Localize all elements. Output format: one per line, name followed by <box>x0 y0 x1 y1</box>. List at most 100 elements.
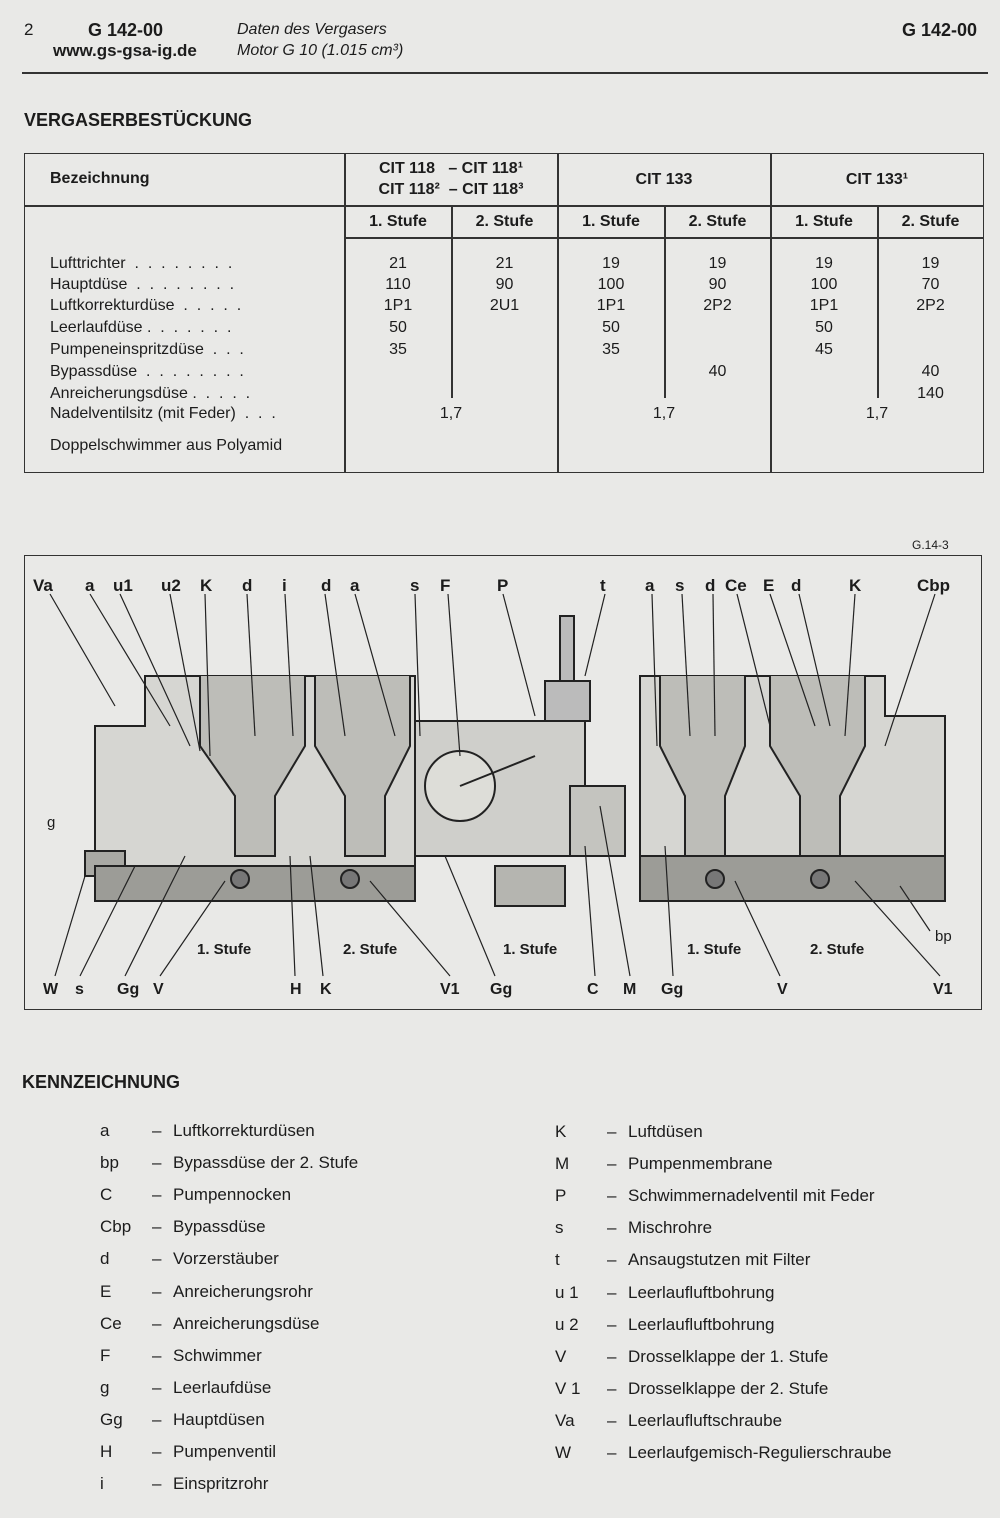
table-row-label: Bypassdüse . . . . . . . . <box>50 363 244 380</box>
table-row-label: Luftkorrekturdüse . . . . . <box>50 297 242 314</box>
diagram-callout: P <box>497 576 509 595</box>
legend-key: Va <box>555 1410 575 1430</box>
legend-dash: – <box>607 1218 617 1238</box>
legend-dash: – <box>607 1410 617 1430</box>
table-cell: 35 <box>602 341 620 358</box>
legend-dash: – <box>152 1281 162 1301</box>
diagram-callout: u1 <box>113 576 133 595</box>
table-cell-merged: 1,7 <box>439 405 463 422</box>
legend-key: C <box>100 1185 113 1205</box>
table-row-label: Anreicherungsdüse . . . . . <box>50 385 251 402</box>
stage-header: 2. Stufe <box>688 213 747 230</box>
header-subtitle-2: Motor G 10 (1.015 cm³) <box>237 42 404 59</box>
legend-key: F <box>100 1345 111 1365</box>
stage-header: 2. Stufe <box>475 213 534 230</box>
legend-desc: Anreicherungsdüse <box>173 1313 320 1333</box>
table-divider <box>664 238 666 398</box>
section-title-kennzeichnung: KENNZEICHNUNG <box>22 1072 181 1092</box>
diagram-callout: Gg <box>661 981 684 998</box>
diagram-callout: d <box>705 576 716 595</box>
table-cell: 100 <box>597 276 625 293</box>
table-label-header: Bezeichnung <box>50 170 150 187</box>
table-cell: 50 <box>389 319 407 336</box>
diagram-callout: i <box>282 576 287 595</box>
legend-key: t <box>555 1250 560 1270</box>
table-footer-note: Doppelschwimmer aus Polyamid <box>50 437 283 454</box>
table-cell-merged: 1,7 <box>865 405 889 422</box>
table-row-label: Leerlaufdüse . . . . . . . <box>50 319 232 336</box>
legend-desc: Drosselklappe der 1. Stufe <box>628 1346 829 1366</box>
doc-code-right: G 142-00 <box>902 20 978 40</box>
table-cell: 90 <box>495 276 514 293</box>
table-cell: 19 <box>708 255 727 272</box>
group-header-cit118: CIT 118 – CIT 118¹ <box>378 160 524 177</box>
table-divider <box>344 237 983 239</box>
diagram-callout: H <box>290 981 302 998</box>
group-header-cit1331: CIT 133¹ <box>845 171 909 188</box>
diagram-callout: K <box>849 576 862 595</box>
diagram-callout: s <box>75 981 84 998</box>
legend-desc: Luftdüsen <box>628 1122 703 1141</box>
diagram-callout: V <box>153 981 164 998</box>
table-cell: 40 <box>921 363 940 380</box>
page-number: 2 <box>24 20 34 39</box>
legend-desc: Pumpennocken <box>173 1185 292 1205</box>
diagram-callout: E <box>763 576 775 595</box>
legend-desc: Leerlaufluftschraube <box>628 1410 783 1430</box>
table-cell: 1P1 <box>596 297 626 314</box>
legend-dash: – <box>152 1474 162 1494</box>
table-cell: 2P2 <box>916 297 945 314</box>
diagram-callout: Gg <box>490 981 513 998</box>
stage-header: 1. Stufe <box>369 213 427 230</box>
legend-dash: – <box>607 1282 617 1302</box>
table-cell: 45 <box>815 341 833 358</box>
legend-desc: Einspritzrohr <box>173 1474 269 1494</box>
table-cell: 21 <box>389 255 407 272</box>
table-cell: 19 <box>602 255 620 272</box>
legend-dash: – <box>607 1314 617 1334</box>
table-cell: 90 <box>708 276 727 293</box>
legend-key: E <box>100 1281 112 1301</box>
diagram-stage-label: 1. Stufe <box>503 941 558 958</box>
table-cell: 140 <box>917 385 944 402</box>
legend-dash: – <box>607 1154 617 1174</box>
table-cell: 19 <box>921 255 940 272</box>
legend-desc: Leerlaufdüse <box>173 1377 272 1397</box>
legend-desc: Bypassdüse <box>173 1217 266 1237</box>
table-cell: 2U1 <box>489 297 520 314</box>
legend-desc: Luftkorrekturdüsen <box>173 1121 315 1140</box>
table-cell-merged: 1,7 <box>652 405 676 422</box>
diagram-callout: F <box>440 576 451 595</box>
diagram-callout: d <box>791 576 802 595</box>
table-row-label: Nadelventilsitz (mit Feder) . . . <box>50 405 276 422</box>
diagram-stage-label: 1. Stufe <box>197 941 252 958</box>
carburetor-section-drawing <box>49 593 946 977</box>
diagram-callout: s <box>410 576 420 595</box>
group-header-cit118-2: CIT 118² – CIT 118³ <box>378 181 524 198</box>
legend-dash: – <box>607 1250 617 1270</box>
legend-desc: Leerlaufgemisch-Regulierschraube <box>628 1443 892 1462</box>
legend-key: K <box>555 1122 567 1141</box>
diagram-callout: V1 <box>440 981 460 998</box>
legend-key: Cbp <box>100 1217 132 1237</box>
legend-desc: Drosselklappe der 2. Stufe <box>628 1378 829 1398</box>
table-divider <box>877 238 879 398</box>
legend-key: u 2 <box>555 1314 579 1334</box>
legend-desc: Schwimmernadelventil mit Feder <box>628 1186 875 1206</box>
diagram-callout: M <box>623 981 637 998</box>
legend-dash: – <box>152 1313 162 1333</box>
table-divider <box>557 154 559 472</box>
table-row-label: Hauptdüse . . . . . . . . <box>50 276 235 293</box>
table-cell: 50 <box>602 319 620 336</box>
legend-dash: – <box>152 1442 162 1461</box>
diagram-stage-label: 2. Stufe <box>810 941 865 958</box>
diagram-callout: V1 <box>933 981 953 998</box>
website-link[interactable]: www.gs-gsa-ig.de <box>53 41 197 60</box>
table-row-label: Lufttrichter . . . . . . . . <box>50 255 233 272</box>
table-cell: 2P2 <box>703 297 732 314</box>
spec-table: Bezeichnung CIT 118 – CIT 118¹ CIT 118² … <box>24 153 984 473</box>
legend-dash: – <box>152 1153 162 1173</box>
legend-dash: – <box>152 1121 162 1140</box>
legend-desc: Leerlaufluftbohrung <box>628 1282 775 1302</box>
